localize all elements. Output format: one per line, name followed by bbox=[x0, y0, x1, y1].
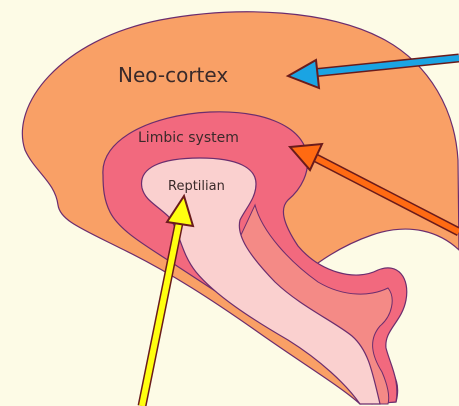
limbic-label: Limbic system bbox=[138, 130, 239, 146]
neocortex-label: Neo-cortex bbox=[118, 63, 228, 87]
reptilian-label: Reptilian bbox=[168, 179, 225, 194]
